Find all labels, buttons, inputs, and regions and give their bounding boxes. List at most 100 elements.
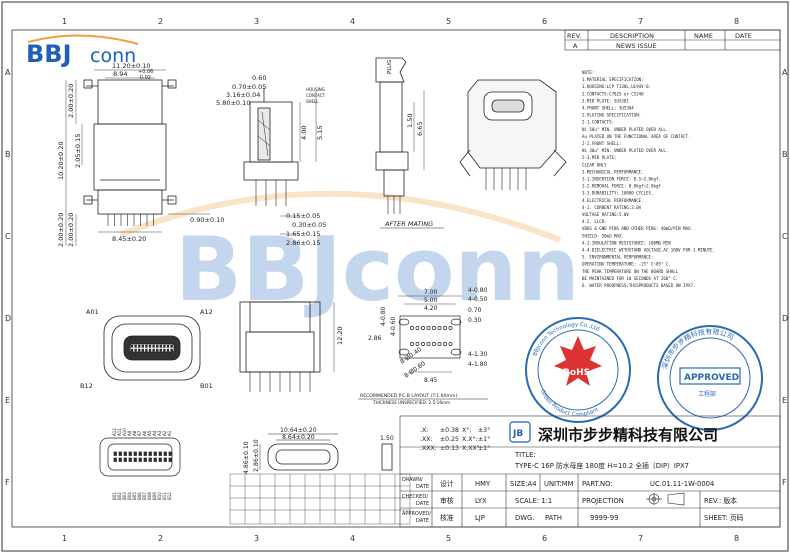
detail-contact-pin xyxy=(158,457,162,462)
grid-col-label: 3 xyxy=(254,17,259,26)
detail-contact-pin xyxy=(113,457,117,462)
mating-dimension-lines xyxy=(413,90,425,170)
grid-row-label: F xyxy=(782,478,787,487)
contact-pin xyxy=(145,348,148,352)
detail-pin-label: A6 xyxy=(142,430,147,436)
logo-swoosh xyxy=(27,34,139,45)
dim-left-top: 2.00±0.20 xyxy=(67,84,75,118)
title-block xyxy=(399,415,781,528)
note-line: 4-1. CURRENT RATING:3.0A xyxy=(582,205,642,210)
note-line: 2-1.CONTACTS: xyxy=(582,120,614,125)
note-line: NOTE: xyxy=(582,70,594,75)
dim-detail-houter: 4.86±0.10 xyxy=(243,441,250,474)
note-line: 4-4.DIELECTRIC WITHSTAND VOLTAGE,AC 100V… xyxy=(582,248,715,253)
grid-col-label: 1 xyxy=(62,534,67,543)
pcb-hole xyxy=(421,326,425,330)
approved-ring-text: 深圳市步步精科技有限公司 xyxy=(660,327,735,370)
dim-detail-hinner: 2.86±0.10 xyxy=(253,439,260,472)
pcb-d286: 2.86 xyxy=(368,335,382,342)
title-label: TITLE: xyxy=(514,451,536,459)
detail-pin-label: B08 xyxy=(147,492,152,500)
note-line: SHIELD: 50mΩ MAX. xyxy=(582,233,624,238)
detail-pin-label: B06 xyxy=(137,492,142,500)
pcb-hole xyxy=(415,326,420,330)
isometric-view xyxy=(459,79,567,190)
grid-col-label: 6 xyxy=(542,17,547,26)
rohs-stamp: RoHS BBJconn Technology Co.,Ltd Green Pr… xyxy=(525,317,631,423)
detail-pin-label: B04 xyxy=(127,492,132,500)
detail-pin-label: A10 xyxy=(122,428,127,436)
detail-pin-label: B03 xyxy=(122,492,127,500)
contact-pin xyxy=(159,344,163,348)
pcb-slot xyxy=(398,318,410,326)
grid-col-label: 2 xyxy=(158,534,163,543)
detail-contact-pin xyxy=(113,451,117,456)
pin-detail-view xyxy=(99,437,181,477)
mating-view-labels: PLUG 1.50 6.65 AFTER MATING xyxy=(384,60,433,228)
detail-pin-label: B01 xyxy=(112,492,117,500)
dim-side-015: 0.15±0.05 xyxy=(286,212,320,220)
detail-pin-label: B10 xyxy=(157,492,162,500)
note-line: 2.PLATING SPECIFICATION: xyxy=(582,113,641,118)
detail-contact-pin xyxy=(133,451,137,456)
dim-top-width: 11.20±0.10 xyxy=(112,62,151,70)
dim-detail-winner: 8.64±0.20 xyxy=(282,434,315,441)
grid-row-label: B xyxy=(782,150,788,159)
dim-plug-665: 6.65 xyxy=(416,122,424,136)
detail-pin-label: B05 xyxy=(132,492,137,500)
pcb-hole xyxy=(426,342,431,346)
dim-right-pin: 0.90±0.10 xyxy=(190,216,224,224)
detail-pin-label: A7 xyxy=(137,430,142,436)
grid-col-label: 6 xyxy=(542,534,547,543)
note-line: Ni 30u" MIN. UNDER PLATED OVER ALL. xyxy=(582,148,668,153)
pcb-labels: 7.00 5.00 4.20 4-0.80 4-0.50 4-0.80 4-0.… xyxy=(360,287,488,405)
detail-pin-label: A1 xyxy=(167,430,172,436)
dim-side-400: 4.00 xyxy=(300,126,308,140)
dim-top-tol-plus: +0.06 xyxy=(138,69,153,75)
contact-pin xyxy=(166,348,170,352)
dim-top-tol-minus: -0.02 xyxy=(138,75,151,81)
drawn-label: DRAWN/ xyxy=(402,477,423,483)
note-line: 3-1.INSERTION FORCE: 0.5~2.0kgf. xyxy=(582,177,661,182)
path-label: PATH xyxy=(545,514,562,522)
detail-contact-pin xyxy=(118,457,122,462)
detail-pin-label: A4 xyxy=(152,430,157,436)
tolerance-cell: ±0.38 xyxy=(440,427,459,434)
detail-contact-pin xyxy=(163,451,167,456)
detail-pin-label: B12 xyxy=(167,492,172,500)
pcb-caption2: THICKNESS UNSPECIFIED: 2.5-16mm xyxy=(372,400,450,405)
contact-pin xyxy=(137,344,141,348)
pcb-hole xyxy=(437,326,442,330)
rohs-text: RoHS xyxy=(563,368,590,378)
detail-contact-pin xyxy=(138,451,142,456)
pin-label-b01: B01 xyxy=(200,382,213,390)
tolerance-cell: ±0.13 xyxy=(440,445,459,452)
grid-col-label: 7 xyxy=(638,17,643,26)
tolerance-cell: .XX: xyxy=(420,436,433,443)
side-elevation-view xyxy=(239,301,321,392)
revision-header: NAME xyxy=(694,32,713,40)
pcb-slot xyxy=(398,348,410,356)
grid-col-label: 5 xyxy=(446,17,451,26)
detail-contact-pin xyxy=(128,457,132,462)
note-line: 4.ELECTRICAL PERFORMANCE. xyxy=(582,198,644,203)
projection-label: PROJECTION xyxy=(582,497,624,505)
dim-front-height: 12.20 xyxy=(336,326,344,345)
pcb-hole xyxy=(432,326,436,330)
designer-name: HMY xyxy=(475,480,491,488)
logo-conn: conn xyxy=(90,45,136,67)
detail-pin-label: A5 xyxy=(147,430,152,436)
revision-table xyxy=(564,29,781,51)
dim-side-580: 5.80±0.10 xyxy=(216,99,250,107)
note-line: THE PEAK TEMPERATURE ON THE BOARD SHALL xyxy=(582,269,679,274)
contact-pin xyxy=(141,348,145,352)
contact-pin xyxy=(134,344,137,348)
detail-contact-pin xyxy=(168,451,172,456)
grid-col-label: 8 xyxy=(734,534,739,543)
grid-col-label: 5 xyxy=(446,534,451,543)
part-no-label: PART.NO: xyxy=(582,480,613,488)
top-view-labels: 11.20±0.10 8.94 +0.06 -0.02 2.00±0.20 10… xyxy=(57,62,224,247)
